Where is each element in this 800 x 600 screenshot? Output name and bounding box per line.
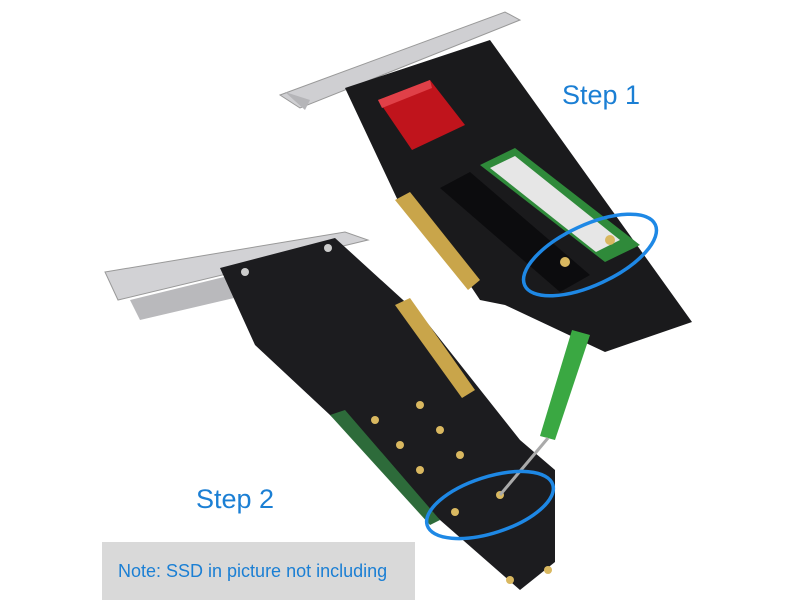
highlight-circle-step2 xyxy=(424,469,556,541)
note-box: Note: SSD in picture not including xyxy=(102,542,415,600)
step-2-label: Step 2 xyxy=(196,484,275,514)
highlight-circle-step1 xyxy=(521,212,659,298)
screwdriver-handle xyxy=(540,330,590,440)
top-card-gold-fingers xyxy=(395,192,480,290)
ssd-black xyxy=(440,172,590,292)
step-1-label: Step 1 xyxy=(562,80,641,110)
top-card-bracket xyxy=(278,11,522,109)
screwdriver-shaft xyxy=(498,437,550,496)
bottom-card-gold-fingers xyxy=(395,298,475,398)
note-text: Note: SSD in picture not including xyxy=(118,561,388,581)
bottom-card-pcb xyxy=(220,238,555,590)
